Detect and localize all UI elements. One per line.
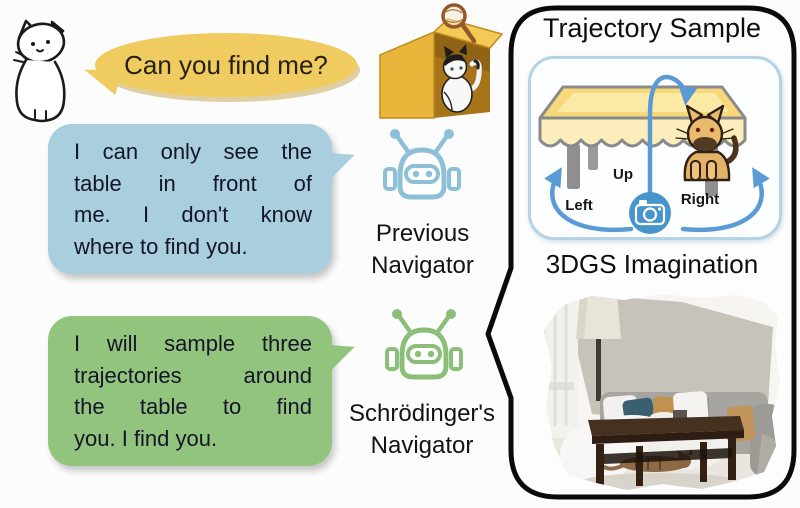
schrodinger-navigator-label: Schrödinger's Navigator	[349, 400, 495, 459]
trajectory-diagram: Up Left Right	[528, 56, 782, 240]
previous-navigator-label: Previous Navigator	[371, 220, 474, 279]
up-arrow	[647, 74, 698, 204]
imagination-label: 3DGS Imagination	[545, 249, 759, 279]
question-bubble-text: Can you find me?	[124, 49, 328, 80]
schrodinger-robot-icon	[385, 309, 463, 380]
right-arrow	[680, 167, 770, 233]
imagination-render-image	[544, 294, 780, 490]
schrodinger-navigator-bubble: I will sample three trajectories around …	[48, 316, 359, 466]
left-label: Left	[565, 197, 593, 214]
right-label: Right	[681, 191, 719, 208]
left-arrow	[544, 167, 634, 233]
bubble-line: me. I don't know	[74, 202, 312, 227]
previous-navigator-bubble: I can only see the table in front of me.…	[48, 124, 359, 274]
bubble-line: where to find you.	[74, 233, 248, 259]
diagram-cat-icon	[675, 104, 739, 182]
render-coffee-table	[588, 410, 744, 488]
bubble-line: the table to find	[74, 394, 312, 419]
question-bubble: Can you find me?	[80, 33, 357, 97]
camera-icon	[629, 192, 671, 234]
panel-title: Trajectory Sample	[542, 13, 762, 43]
bubble-line: trajectories around	[74, 362, 312, 388]
sketch-cat-icon	[13, 19, 66, 123]
bubble-line: I can only see the	[74, 139, 312, 164]
cat-in-box-icon	[379, 3, 504, 119]
bubble-line: table in front of	[74, 170, 312, 196]
box-cat	[441, 44, 482, 113]
bubble-line: you. I find you.	[74, 425, 218, 451]
up-label: Up	[613, 166, 633, 183]
previous-robot-icon	[383, 129, 461, 200]
magnifier-icon	[441, 3, 477, 44]
bubble-line: I will sample three	[74, 331, 312, 356]
trajectory-arrows	[544, 74, 770, 233]
